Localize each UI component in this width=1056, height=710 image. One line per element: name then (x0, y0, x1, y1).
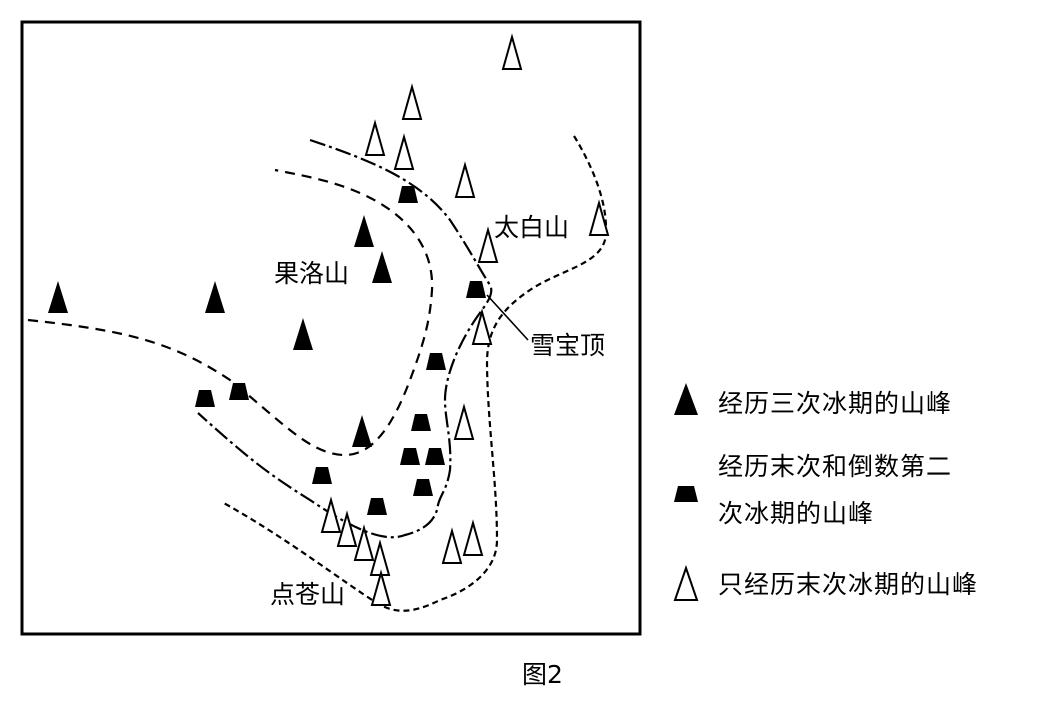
filled-triangle-peak-icon (293, 318, 313, 350)
legend-label-two-glaciations-line1: 经历末次和倒数第二 (718, 452, 953, 481)
hollow-triangle-peak-icon (364, 119, 386, 156)
legend-filled-trapezoid-icon (674, 486, 698, 502)
hollow-triangle-peak-icon (471, 308, 493, 345)
hollow-triangle-peak-icon (441, 527, 463, 564)
filled-triangle-peak-icon (48, 281, 68, 313)
label-diancangshan: 点苍山 (270, 580, 345, 609)
hollow-triangle-peak-icon (401, 83, 423, 120)
trapezoid-peak-icon (229, 383, 249, 400)
hollow-triangle-peak-icon (462, 519, 484, 556)
hollow-triangle-peak-icon (588, 199, 610, 236)
map-frame (20, 20, 642, 636)
hollow-triangle-peak-icon (501, 33, 523, 70)
trapezoid-peak-icon (426, 353, 446, 370)
filled-triangle-peak-icon (205, 281, 225, 313)
figure-caption: 图2 (522, 660, 563, 689)
legend-hollow-triangle-icon (673, 564, 699, 601)
trapezoid-peak-icon (400, 448, 420, 465)
trapezoid-peak-icon (367, 498, 387, 515)
trapezoid-peak-icon (413, 479, 433, 496)
legend-filled-triangle-icon (674, 383, 698, 415)
hollow-triangle-peak-icon (454, 161, 476, 198)
hollow-triangle-peak-icon (477, 226, 499, 263)
label-xuebaoding: 雪宝顶 (530, 331, 605, 360)
filled-triangle-peak-icon (352, 415, 372, 447)
legend-label-three-glaciations: 经历三次冰期的山峰 (718, 389, 953, 418)
two-glaciation-peaks (195, 186, 486, 515)
boundary-line-outer (221, 135, 607, 612)
hollow-triangle-peak-icon (453, 403, 475, 440)
last-glaciation-peaks (320, 33, 610, 606)
boundary-line-inner (27, 168, 434, 457)
legend-label-two-glaciations-line2: 次冰期的山峰 (718, 499, 875, 528)
label-guoluoshan: 果洛山 (274, 259, 349, 288)
hollow-triangle-peak-icon (393, 133, 415, 170)
hollow-triangle-peak-icon (370, 569, 392, 606)
hollow-triangle-peak-icon (320, 496, 342, 533)
trapezoid-peak-icon (466, 281, 486, 298)
filled-triangle-peak-icon (354, 215, 374, 247)
trapezoid-peak-icon (425, 448, 445, 465)
hollow-triangle-peak-icon (353, 524, 375, 561)
label-taibaishan: 太白山 (494, 213, 569, 242)
trapezoid-peak-icon (312, 467, 332, 484)
xuebaoding-leader-line (486, 294, 529, 341)
legend-label-last-glaciation: 只经历末次冰期的山峰 (718, 570, 979, 599)
trapezoid-peak-icon (411, 414, 431, 431)
filled-triangle-peak-icon (372, 251, 392, 283)
trapezoid-peak-icon (398, 186, 418, 203)
trapezoid-peak-icon (195, 390, 215, 407)
boundary-line-middle (197, 138, 493, 539)
hollow-triangle-peak-icon (336, 510, 358, 547)
three-glaciation-peaks (48, 215, 392, 447)
